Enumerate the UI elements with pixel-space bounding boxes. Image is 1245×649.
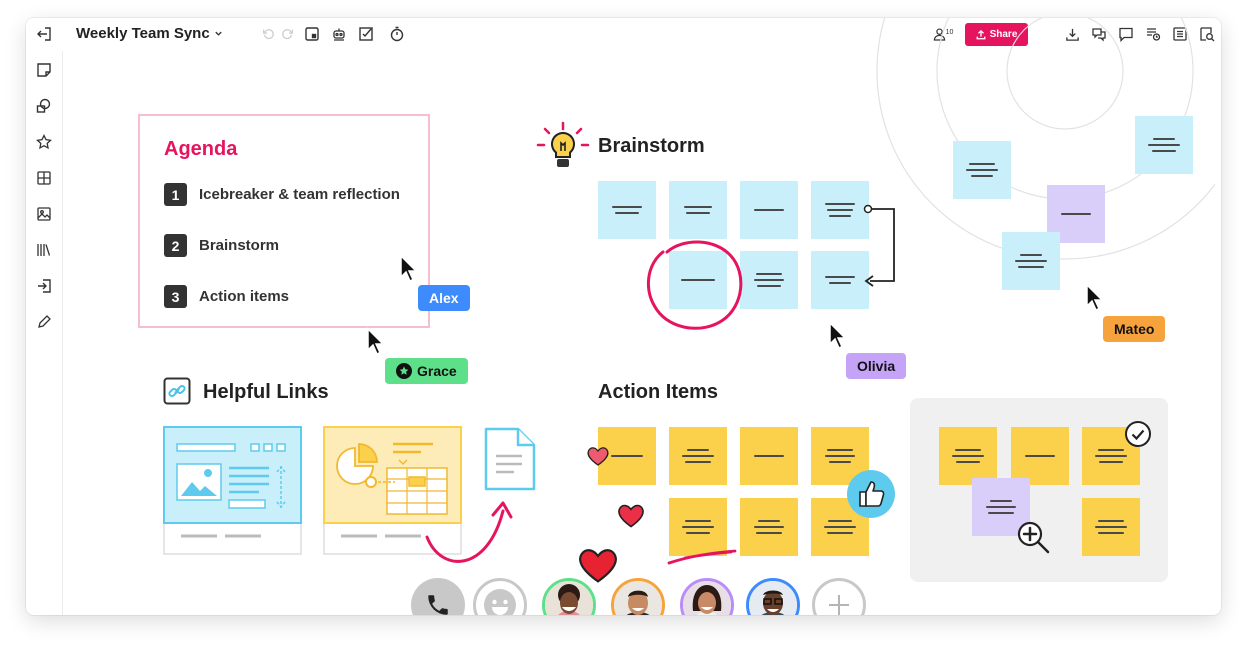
agenda-item-number: 1 — [164, 183, 187, 206]
add-icon[interactable] — [812, 578, 866, 615]
redo-icon[interactable] — [278, 24, 298, 44]
pink-circle-annotation — [646, 240, 743, 330]
sticky-note[interactable] — [1002, 232, 1060, 290]
sticky-note[interactable] — [740, 498, 798, 556]
cursor-label-alex: Alex — [418, 285, 470, 311]
sticky-note[interactable] — [953, 141, 1011, 199]
participants-button[interactable]: 10 — [930, 24, 956, 44]
connector-arrow — [863, 204, 895, 287]
top-toolbar: Weekly Team Sync 10 Share — [62, 18, 1221, 51]
zoom-in-icon — [1017, 521, 1050, 554]
website-link-card[interactable] — [163, 426, 303, 556]
agenda-item[interactable]: 3 Action items — [164, 285, 289, 308]
document-icon[interactable] — [483, 426, 537, 492]
upload-icon — [976, 29, 986, 39]
sticky-note[interactable] — [669, 181, 727, 239]
shapes-icon[interactable] — [33, 95, 55, 117]
board-canvas[interactable]: Agenda 1 Icebreaker & team reflection 2 … — [63, 18, 1221, 615]
participant-avatar[interactable] — [680, 578, 734, 615]
download-icon[interactable] — [1062, 24, 1082, 44]
sticky-note[interactable] — [598, 181, 656, 239]
check-circle-icon — [1125, 421, 1151, 447]
brainstorm-heading: Brainstorm — [598, 135, 705, 157]
link-icon — [163, 377, 191, 405]
agenda-item[interactable]: 1 Icebreaker & team reflection — [164, 183, 400, 206]
sticky-note[interactable] — [1082, 498, 1140, 556]
participant-avatar[interactable] — [542, 578, 596, 615]
action-items-heading: Action Items — [598, 381, 719, 403]
sticky-note[interactable] — [811, 181, 869, 239]
agenda-item-label: Action items — [199, 288, 290, 305]
agenda-item[interactable]: 2 Brainstorm — [164, 234, 279, 257]
checklist-icon[interactable] — [356, 24, 376, 44]
heart-reaction-icon — [579, 549, 617, 583]
cursor-pointer-icon — [1086, 283, 1104, 311]
library-icon[interactable] — [33, 239, 55, 261]
image-icon[interactable] — [33, 203, 55, 225]
thumbs-up-reaction-icon — [847, 470, 895, 518]
cursor-label-grace: Grace — [385, 358, 468, 384]
notes-icon[interactable] — [1143, 24, 1163, 44]
participant-avatar[interactable] — [746, 578, 800, 615]
cursor-label-olivia: Olivia — [846, 353, 907, 379]
pink-arrow-annotation — [425, 501, 513, 563]
export-icon[interactable] — [33, 275, 55, 297]
collapse-icon[interactable] — [33, 23, 55, 45]
sticky-note-icon[interactable] — [33, 59, 55, 81]
whiteboard-app-window: Weekly Team Sync 10 Share — [26, 18, 1221, 615]
sticky-note[interactable] — [1135, 116, 1193, 174]
undo-icon[interactable] — [258, 24, 278, 44]
pink-underline-annotation — [667, 549, 737, 565]
share-button[interactable]: Share — [965, 23, 1028, 46]
sticky-note[interactable] — [740, 181, 798, 239]
sticky-note[interactable] — [1011, 427, 1069, 485]
chevron-down-icon — [215, 31, 222, 36]
agenda-item-label: Brainstorm — [199, 237, 280, 254]
person-icon — [933, 28, 945, 41]
lightbulb-icon — [536, 121, 590, 167]
share-label: Share — [989, 29, 1018, 40]
left-toolbar — [26, 18, 63, 615]
agenda-item-number: 3 — [164, 285, 187, 308]
heart-reaction-icon — [618, 504, 644, 528]
cursor-label-mateo: Mateo — [1103, 316, 1166, 342]
sticky-note[interactable] — [972, 478, 1030, 536]
agenda-item-number: 2 — [164, 234, 187, 257]
cursor-pointer-icon — [400, 254, 418, 282]
helpful-links-heading: Helpful Links — [203, 381, 329, 403]
emoji-icon[interactable] — [473, 578, 527, 615]
sticky-note[interactable] — [740, 251, 798, 309]
chat-icon[interactable] — [1089, 24, 1109, 44]
table-icon[interactable] — [33, 167, 55, 189]
cursor-pointer-icon — [829, 321, 847, 349]
sticky-note[interactable] — [669, 251, 727, 309]
sticky-note[interactable] — [811, 251, 869, 309]
comment-icon[interactable] — [1116, 24, 1136, 44]
sticky-note[interactable] — [669, 498, 727, 556]
participants-count: 10 — [945, 28, 954, 36]
timer-icon[interactable] — [387, 24, 407, 44]
robot-icon[interactable] — [329, 24, 349, 44]
star-icon[interactable] — [33, 131, 55, 153]
phone-icon[interactable] — [411, 578, 465, 615]
agenda-title: Agenda — [164, 138, 238, 160]
search-board-icon[interactable] — [1197, 24, 1217, 44]
pen-icon[interactable] — [33, 311, 55, 333]
list-icon[interactable] — [1170, 24, 1190, 44]
sticky-note[interactable] — [939, 427, 997, 485]
sticky-note[interactable] — [740, 427, 798, 485]
board-title: Weekly Team Sync — [76, 25, 210, 42]
participant-avatar[interactable] — [611, 578, 665, 615]
agenda-frame[interactable]: Agenda 1 Icebreaker & team reflection 2 … — [138, 114, 430, 328]
sticky-note[interactable] — [669, 427, 727, 485]
agenda-item-label: Icebreaker & team reflection — [199, 186, 400, 203]
star-badge-icon — [396, 363, 412, 379]
frame-icon[interactable] — [302, 24, 322, 44]
heart-reaction-icon — [587, 447, 609, 466]
cursor-pointer-icon — [367, 327, 385, 355]
report-link-card[interactable] — [323, 426, 463, 556]
board-title-dropdown[interactable]: Weekly Team Sync — [76, 25, 223, 42]
